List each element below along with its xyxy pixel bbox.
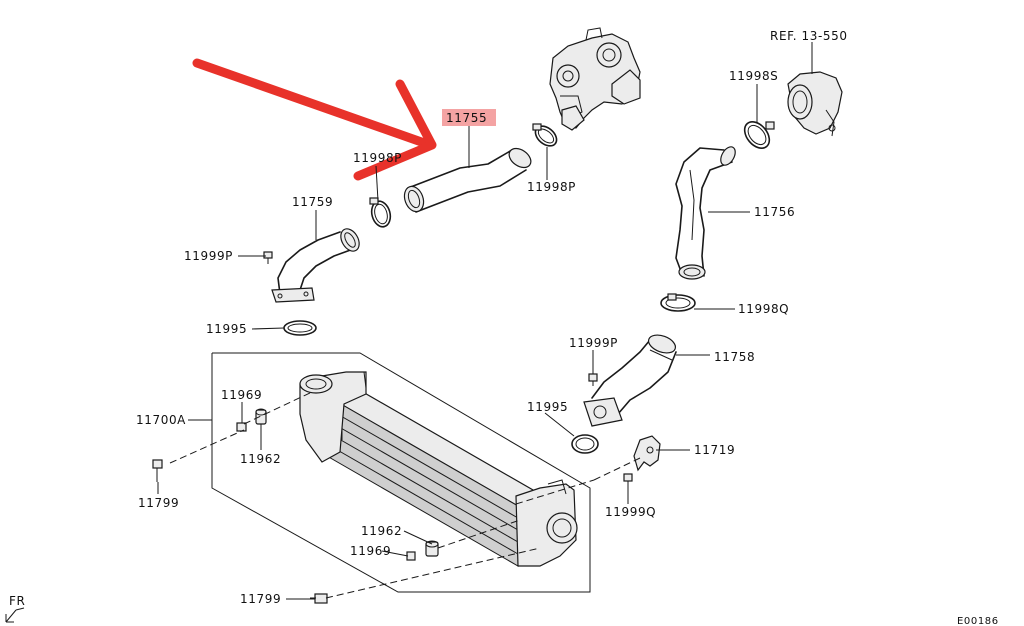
fr-label: FR: [9, 594, 25, 608]
label-11998s: 11998S: [729, 69, 778, 83]
hose-11756: [675, 146, 736, 280]
pipe-11759: [271, 228, 360, 303]
label-11799-upper: 11799: [138, 496, 179, 510]
bolt-11999q: [623, 473, 633, 490]
label-11969-lower: 11969: [350, 544, 391, 558]
label-11999p-right: 11999P: [569, 336, 618, 350]
bolt-11999p-left: [263, 251, 273, 264]
clamp-11998p-left: [369, 197, 392, 228]
leader-lines: [157, 42, 813, 600]
label-11962-lower: 11962: [361, 524, 402, 538]
red-annotation-arrow: [192, 58, 437, 181]
label-11995-right: 11995: [527, 400, 568, 414]
intercooler-core: [299, 371, 578, 567]
label-11998q: 11998Q: [738, 302, 789, 316]
footer-code: E00186: [957, 616, 999, 626]
label-ref-13-550: REF. 13-550: [770, 29, 848, 43]
label-11969-upper: 11969: [221, 388, 262, 402]
label-11758: 11758: [714, 350, 755, 364]
bolt-11799-upper: [152, 459, 163, 482]
label-11759: 11759: [292, 195, 333, 209]
label-11999q: 11999Q: [605, 505, 656, 519]
label-11995-left: 11995: [206, 322, 247, 336]
label-11998p-right: 11998P: [527, 180, 576, 194]
clamp-11998s: [743, 121, 775, 149]
highlight-11755: [442, 109, 496, 126]
throttle-body-illustration: [787, 58, 843, 137]
label-11998p-left: 11998P: [353, 151, 402, 165]
bolt-11969-lower: [406, 551, 416, 561]
bracket-11719: [633, 435, 661, 472]
pipe-11758: [583, 334, 677, 427]
label-11719: 11719: [694, 443, 735, 457]
gasket-11995-right: [571, 434, 599, 454]
front-direction-marker: FR: [5, 594, 25, 623]
hose-11755: [403, 147, 532, 213]
label-11755: 11755: [446, 111, 487, 125]
label-11700a: 11700A: [136, 413, 186, 427]
label-11799-lower: 11799: [240, 592, 281, 606]
label-11999p-left: 11999P: [184, 249, 233, 263]
turbocharger-illustration: [549, 27, 641, 131]
clamp-11998p-right: [532, 123, 558, 147]
assembly-dashed-lines: [169, 391, 641, 599]
clamp-11998q: [660, 293, 696, 312]
intercooler-assembly-frame: [211, 352, 591, 593]
label-11962-upper: 11962: [240, 452, 281, 466]
label-11756: 11756: [754, 205, 795, 219]
bolt-11999p-right: [588, 373, 598, 386]
grommet-11962-lower: [425, 540, 439, 557]
grommet-11962-upper: [255, 408, 267, 425]
gasket-11995-left: [283, 320, 317, 336]
